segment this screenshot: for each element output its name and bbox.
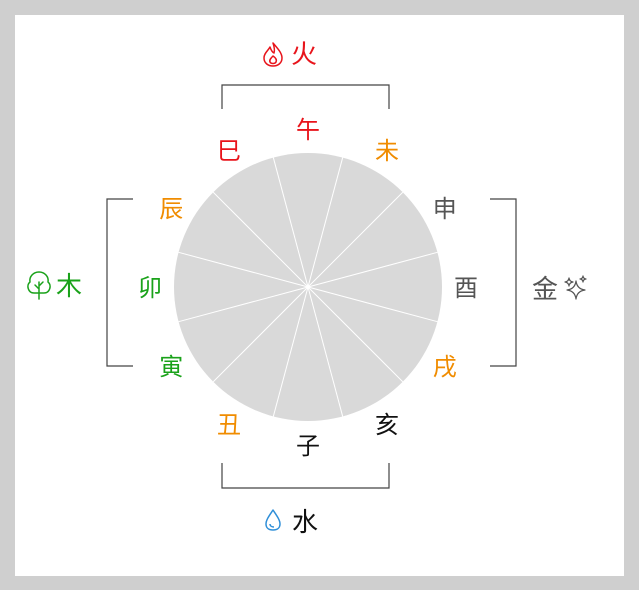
water-bracket (221, 463, 390, 489)
branch-label-shen: 申 (433, 195, 457, 223)
flame-icon (263, 42, 283, 67)
branch-label-xu: 戌 (433, 353, 457, 381)
branch-label-wei: 未 (375, 137, 399, 165)
water-label: 水 (292, 508, 318, 538)
fire-bracket (221, 84, 390, 109)
wheel-spoke (212, 286, 309, 383)
sparkles-icon (564, 275, 587, 300)
branch-label-chou: 丑 (217, 411, 241, 439)
wood-label: 木 (56, 272, 82, 302)
wheel-spoke (178, 286, 309, 323)
wheel-spoke (272, 157, 309, 288)
branch-label-hai: 亥 (375, 411, 399, 439)
wheel-spoke (212, 191, 309, 288)
branch-label-yin: 寅 (159, 353, 183, 381)
wheel-spoke (272, 286, 309, 417)
wood-bracket (106, 198, 133, 367)
tree-icon (27, 271, 51, 300)
wheel-spoke (307, 157, 344, 288)
wheel-spoke (307, 286, 438, 323)
branch-label-si: 巳 (217, 137, 241, 165)
droplet-icon (265, 509, 281, 531)
wheel-spoke (307, 286, 344, 417)
branch-label-you: 酉 (454, 274, 478, 302)
branch-wheel (174, 153, 442, 421)
branch-label-chen: 辰 (159, 195, 183, 223)
metal-label: 金 (532, 275, 558, 305)
wheel-spoke (178, 251, 309, 288)
wheel-spoke (307, 191, 404, 288)
fire-label: 火 (291, 40, 317, 70)
metal-bracket (490, 198, 517, 367)
branch-label-zi: 子 (296, 432, 320, 460)
wheel-spokes (178, 157, 438, 417)
wood-group: 木 (27, 271, 82, 302)
water-group: 水 (265, 508, 318, 538)
metal-group: 金 (532, 275, 587, 305)
branch-label-mao: 卯 (138, 274, 162, 302)
wheel-spoke (307, 251, 438, 288)
branch-label-wu: 午 (296, 116, 320, 144)
wheel-spoke (307, 286, 404, 383)
fire-group: 火 (263, 40, 317, 70)
